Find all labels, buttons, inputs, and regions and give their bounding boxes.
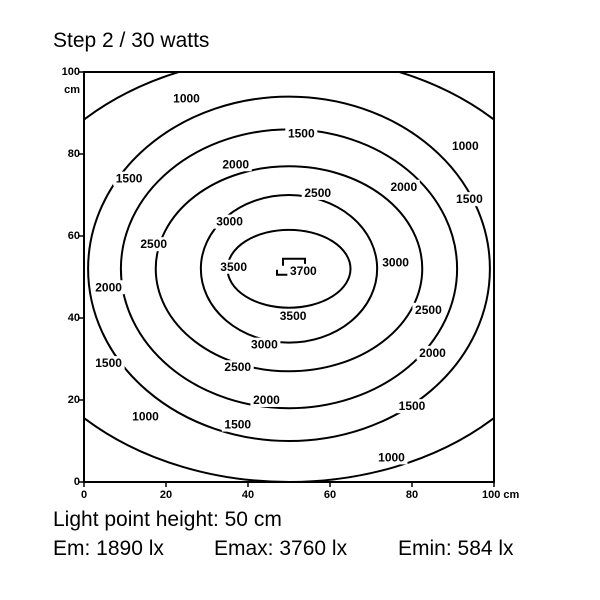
contour-label-bg xyxy=(92,280,125,295)
emax-value: Emax: 3760 lx xyxy=(214,537,348,560)
contour-label-1500: 1500 xyxy=(95,356,122,370)
contour-label-bg xyxy=(375,450,408,465)
y-tick-label: 80 xyxy=(68,148,80,160)
y-tick-label: 40 xyxy=(68,312,80,324)
x-tick-label: 100 cm xyxy=(482,489,520,501)
contour-label-3500: 3500 xyxy=(280,309,307,323)
contour-label-bg xyxy=(301,185,334,200)
contour-line-2500 xyxy=(154,165,424,373)
contour-label-3000: 3000 xyxy=(251,338,278,352)
em-value: Em: 1890 lx xyxy=(53,537,164,560)
contour-label-bg xyxy=(221,417,254,432)
y-tick-label: 0 xyxy=(74,476,80,488)
contour-label-bg xyxy=(213,214,246,229)
contour-label-bg xyxy=(250,393,283,407)
y-tick-label: 20 xyxy=(68,394,80,406)
contour-label-1500: 1500 xyxy=(288,127,315,141)
contour-labels: 1000 1000 1000 1000 1500 1500 1500 1500 1500 1500… xyxy=(92,91,486,465)
contour-label-2000: 2000 xyxy=(390,180,417,194)
contour-label-bg xyxy=(453,192,486,207)
x-tick-label: 0 xyxy=(81,489,87,501)
contour-label-bg xyxy=(129,409,162,424)
contour-label-1000: 1000 xyxy=(173,92,200,106)
x-tick-label: 60 xyxy=(324,489,336,501)
contour-label-1000: 1000 xyxy=(378,450,405,464)
contour-label-bg xyxy=(248,337,281,352)
contour-label-bg xyxy=(416,345,449,360)
x-tick-label: 80 xyxy=(406,489,418,501)
contour-label-bg xyxy=(387,179,420,194)
contour-label-2000: 2000 xyxy=(95,280,122,294)
contour-label-1500: 1500 xyxy=(456,192,483,206)
contour-label-2000: 2000 xyxy=(419,346,446,360)
contour-label-2000: 2000 xyxy=(253,393,280,407)
contour-label-bg xyxy=(449,138,482,153)
emin-value: Emin: 584 lx xyxy=(398,537,514,560)
contour-label-1000: 1000 xyxy=(132,409,159,423)
light-point-height: Light point height: 50 cm xyxy=(53,508,282,531)
contour-label-2500: 2500 xyxy=(304,186,331,200)
contour-label-3500: 3500 xyxy=(220,260,247,274)
contour-label-bg xyxy=(113,171,146,186)
contour-label-bg xyxy=(219,157,252,172)
contour-label-2500: 2500 xyxy=(415,303,442,317)
contour-label-1500: 1500 xyxy=(399,399,426,413)
contour-line-1500 xyxy=(87,95,491,442)
contour-label-3000: 3000 xyxy=(216,215,243,229)
contour-label-2500: 2500 xyxy=(140,237,167,251)
y-tick-label: 60 xyxy=(68,230,80,242)
contour-label-bg xyxy=(221,360,254,375)
contour-label-3700: 3700 xyxy=(290,264,317,278)
contour-label-3000: 3000 xyxy=(382,256,409,270)
contour-label-bg xyxy=(285,126,318,141)
contour-label-bg xyxy=(287,263,320,278)
contour-label-1500: 1500 xyxy=(116,172,143,186)
contour-label-2500: 2500 xyxy=(224,360,251,374)
plot-frame xyxy=(83,71,495,483)
contour-label-bg xyxy=(379,255,412,270)
x-tick-label: 20 xyxy=(160,489,172,501)
chart-title: Step 2 / 30 watts xyxy=(53,29,210,52)
contour-label-bg xyxy=(396,399,428,414)
contour-line-3000 xyxy=(199,193,379,344)
contour-label-bg xyxy=(170,91,203,106)
contour-label-bg xyxy=(412,302,445,317)
contour-label-bg xyxy=(92,356,125,371)
x-tick-label: 40 xyxy=(242,489,254,501)
axes: 0 20 40 60 80 100 cm 0 20 40 60 80 100 cm xyxy=(62,66,520,501)
contour-label-bg xyxy=(277,308,310,323)
y-tick-label: 100 xyxy=(62,66,80,78)
contour-label-1000: 1000 xyxy=(452,139,479,153)
y-unit-label: cm xyxy=(64,84,80,96)
contour-label-bg xyxy=(137,237,170,252)
contour-label-bg xyxy=(217,259,250,274)
contour-label-2000: 2000 xyxy=(222,157,249,171)
contour-label-1500: 1500 xyxy=(224,418,251,432)
